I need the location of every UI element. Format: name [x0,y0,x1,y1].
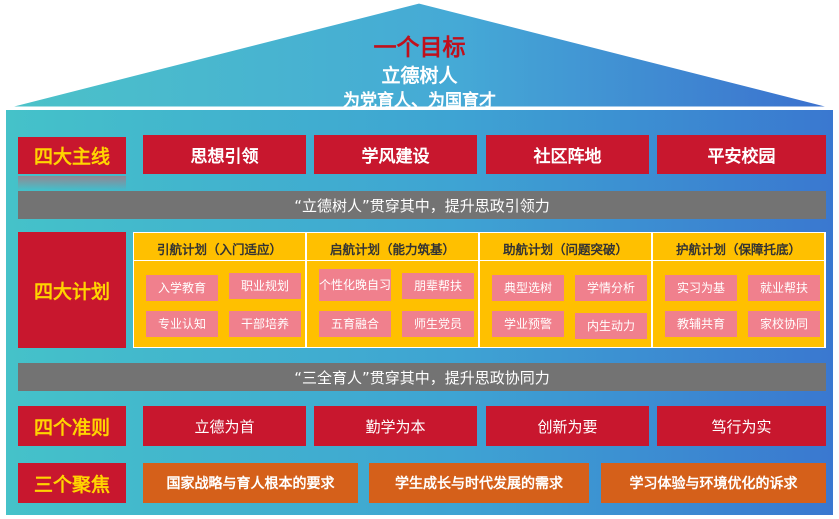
plan-item: 师生党员 [402,311,474,337]
principles-label: 四个准则 [18,406,126,446]
plan-item: 教辅共育 [665,311,737,337]
goal-subtitle: 立德树人 [381,65,458,87]
main-line-item: 学风建设 [314,135,477,174]
plan-group: 助航计划（问题突破） 典型选树 学情分析 学业预警 内生动力 [480,233,651,347]
label-reflection [18,176,126,190]
plan-group: 护航计划（保障托底） 实习为基 就业帮扶 教辅共育 家校协同 [653,233,824,347]
focus-item: 国家战略与育人根本的要求 [143,463,358,503]
plan-group: 引航计划（入门适应） 入学教育 职业规划 专业认知 干部培养 [134,233,305,347]
main-line-item: 社区阵地 [486,135,649,174]
plan-item: 实习为基 [665,275,737,301]
roof [1,0,838,110]
plan-item: 学情分析 [575,275,647,301]
plan-group: 启航计划（能力筑基） 个性化晚自习 朋辈帮扶 五育融合 师生党员 [307,233,478,347]
plan-item: 典型选树 [492,275,564,301]
plan-item: 入学教育 [146,275,218,301]
plan-item: 学业预警 [492,311,564,337]
goal-title: 一个目标 [373,35,466,61]
plan-item: 干部培养 [229,311,301,337]
plan-item: 个性化晚自习 [319,269,391,301]
main-line-item: 思想引领 [143,135,306,174]
guidance-bar: “立德树人”贯穿其中，提升思政引领力 [18,191,826,219]
principle-item: 勤学为本 [314,406,477,446]
plan-title: 引航计划（入门适应） [156,242,282,257]
principle-item: 笃行为实 [657,406,826,446]
plan-item: 朋辈帮扶 [402,273,474,299]
plan-item: 专业认知 [146,311,218,337]
principle-item: 创新为要 [486,406,649,446]
synergy-bar: “三全育人”贯穿其中，提升思政协同力 [18,363,826,391]
plans-panel: 引航计划（入门适应） 入学教育 职业规划 专业认知 干部培养 启航计划（能力筑基… [133,232,826,348]
plan-title: 助航计划（问题突破） [502,242,628,257]
plan-item: 五育融合 [319,311,391,337]
plan-item: 就业帮扶 [748,275,820,301]
focus-label: 三个聚焦 [18,463,126,503]
plan-item: 内生动力 [575,313,647,339]
plan-item: 家校协同 [748,311,820,337]
main-line-item: 平安校园 [657,135,826,174]
plan-title: 护航计划（保障托底） [675,242,801,257]
main-lines-label: 四大主线 [18,137,126,174]
focus-item: 学生成长与时代发展的需求 [369,463,589,503]
goal-slogan: 为党育人、为国育才 [343,91,496,111]
plans-label: 四大计划 [18,232,126,348]
focus-item: 学习体验与环境优化的诉求 [601,463,826,503]
principle-item: 立德为首 [143,406,306,446]
plan-title: 启航计划（能力筑基） [329,242,455,257]
plan-item: 职业规划 [229,273,301,299]
